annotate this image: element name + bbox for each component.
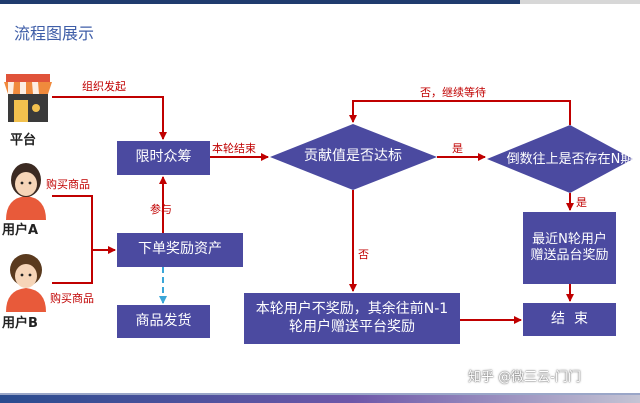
edge-label-join: 参与 xyxy=(150,203,172,216)
edge-label-round-end: 本轮结束 xyxy=(212,142,256,155)
node-countdown-check-label: 倒数往上是否存在N期 xyxy=(506,151,634,167)
user-b-avatar-icon xyxy=(6,254,46,312)
edge-label-buy-b: 购买商品 xyxy=(50,292,94,305)
node-end xyxy=(523,303,616,336)
top-bar-highlight xyxy=(520,0,640,4)
node-last-n-rewards-label: 最近N轮用户赠送品台奖励 xyxy=(530,231,609,263)
edge-buy-a xyxy=(52,195,116,254)
node-ship-label: 商品发货 xyxy=(135,312,192,329)
page-title: 流程图展示 xyxy=(14,24,95,43)
node-end-label: 结 束 xyxy=(551,310,588,327)
edge-organize xyxy=(52,96,167,140)
edge-no-continue xyxy=(349,100,571,125)
node-order-reward-label: 下单奖励资产 xyxy=(138,241,222,258)
node-ship xyxy=(117,305,210,338)
edge-buy-b xyxy=(52,250,93,284)
user-a-avatar-icon xyxy=(6,163,46,220)
bottom-bar xyxy=(0,395,640,403)
store-icon xyxy=(4,74,52,122)
node-order-reward xyxy=(117,233,243,267)
node-contribution-check-label: 贡献值是否达标 xyxy=(304,148,402,165)
edge-label-no: 否 xyxy=(358,248,369,261)
edge-label-yes-2: 是 xyxy=(576,196,587,209)
edge-label-yes-1: 是 xyxy=(452,142,463,155)
node-no-reward xyxy=(244,293,460,344)
watermark: 知乎 @微三云-门门 xyxy=(468,370,581,385)
edge-label-no-continue: 否，继续等待 xyxy=(420,86,486,99)
node-no-reward-label: 本轮用户不奖励，其余往前N-1轮用户赠送平台奖励 xyxy=(255,301,449,335)
node-last-n-rewards xyxy=(523,212,616,284)
actor-user-a-label: 用户A xyxy=(2,223,39,238)
edge-label-buy-a: 购买商品 xyxy=(46,178,90,191)
top-bar xyxy=(0,0,640,4)
node-countdown-check xyxy=(487,125,633,193)
actor-user-b-label: 用户B xyxy=(2,316,38,331)
actor-platform-label: 平台 xyxy=(10,133,37,148)
node-crowdfund-label: 限时众筹 xyxy=(135,149,192,166)
edge-label-organize: 组织发起 xyxy=(82,80,126,93)
node-contribution-check xyxy=(270,124,437,190)
bottom-line xyxy=(0,393,640,395)
node-crowdfund xyxy=(117,141,210,175)
